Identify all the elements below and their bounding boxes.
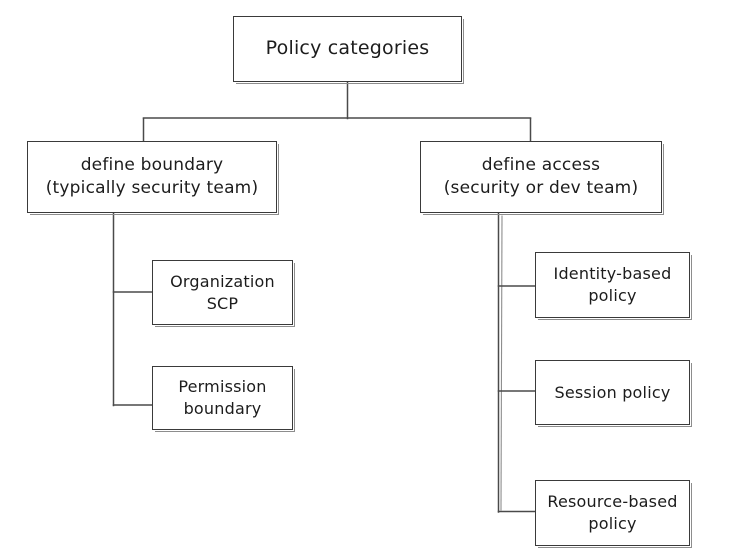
node-session-policy[interactable]: Session policy: [535, 360, 692, 427]
node-label: Organization SCP: [170, 271, 275, 313]
node-permission-boundary[interactable]: Permission boundary: [152, 366, 295, 432]
node-resource-based-policy[interactable]: Resource-based policy: [535, 480, 692, 548]
node-label: Policy categories: [265, 37, 430, 60]
node-label: define access (security or dev team): [443, 155, 639, 198]
node-define-access[interactable]: define access (security or dev team): [420, 141, 664, 215]
node-label: Permission boundary: [178, 377, 267, 418]
node-policy-categories[interactable]: Policy categories: [233, 16, 464, 84]
node-label: define boundary (typically security team…: [45, 155, 259, 198]
node-identity-based-policy[interactable]: Identity-based policy: [535, 252, 692, 320]
node-label: Identity-based policy: [553, 264, 672, 305]
node-organization-scp[interactable]: Organization SCP: [152, 260, 295, 327]
node-label: Session policy: [554, 382, 671, 402]
node-label: Resource-based policy: [547, 492, 678, 533]
node-define-boundary[interactable]: define boundary (typically security team…: [27, 141, 279, 215]
